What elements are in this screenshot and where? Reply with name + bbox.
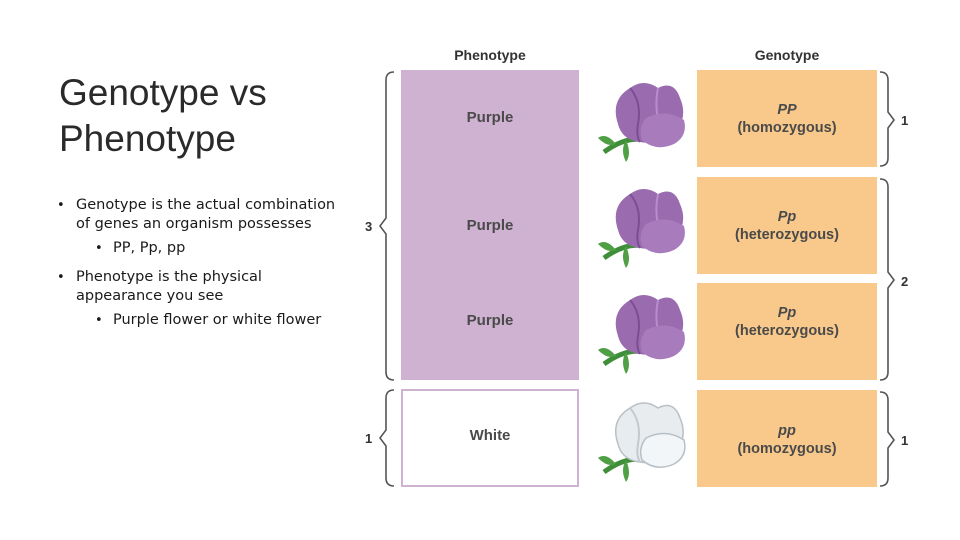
bullet-phenotype-examples: Purple flower or white flower bbox=[57, 311, 347, 330]
zygosity: (heterozygous) bbox=[735, 227, 839, 243]
genotype-label-row1: PP (homozygous) bbox=[697, 101, 877, 137]
bullet-genotype: Genotype is the actual combination of ge… bbox=[57, 196, 347, 234]
genotype-symbol: Pp bbox=[777, 305, 797, 321]
phenotype-label-row4: White bbox=[469, 427, 511, 444]
bullet-genotype-examples: PP, Pp, pp bbox=[57, 239, 347, 258]
white-flower-icon bbox=[598, 402, 686, 482]
genotype-box-row1 bbox=[697, 70, 877, 167]
zygosity: (homozygous) bbox=[737, 120, 837, 136]
genotype-symbol: pp bbox=[778, 423, 796, 439]
genotype-symbol: PP bbox=[777, 102, 797, 118]
genotype-header: Genotype bbox=[754, 47, 820, 63]
count-pp-genotype: 1 bbox=[901, 433, 909, 448]
slide-title: Genotype vs Phenotype bbox=[59, 72, 267, 159]
genotype-box-row3 bbox=[697, 283, 877, 380]
count-purple-phenotype: 3 bbox=[365, 219, 373, 234]
genotype-label-row4: pp (homozygous) bbox=[697, 422, 877, 458]
purple-flower-icon bbox=[598, 295, 685, 374]
count-PP-genotype: 1 bbox=[901, 113, 909, 128]
phenotype-purple-column bbox=[401, 70, 579, 380]
zygosity: (heterozygous) bbox=[735, 323, 839, 339]
purple-flower-icon bbox=[598, 189, 685, 268]
genotype-box-row2 bbox=[697, 177, 877, 274]
genotype-label-row2: Pp (heterozygous) bbox=[697, 208, 877, 244]
phenotype-label-row3: Purple bbox=[466, 312, 514, 329]
phenotype-header: Phenotype bbox=[454, 47, 526, 63]
purple-flower-icon bbox=[598, 83, 685, 162]
genotype-label-row3: Pp (heterozygous) bbox=[697, 304, 877, 340]
zygosity: (homozygous) bbox=[737, 441, 837, 457]
phenotype-label-row1: Purple bbox=[466, 109, 514, 126]
phenotype-white-box bbox=[401, 389, 579, 487]
phenotype-label-row2: Purple bbox=[466, 217, 514, 234]
count-Pp-genotype: 2 bbox=[901, 274, 909, 289]
bullet-phenotype: Phenotype is the physical appearance you… bbox=[57, 268, 347, 306]
bullet-list: Genotype is the actual combination of ge… bbox=[57, 196, 347, 330]
genotype-box-row4 bbox=[697, 390, 877, 487]
count-white-phenotype: 1 bbox=[365, 431, 373, 446]
genotype-symbol: Pp bbox=[777, 209, 797, 225]
